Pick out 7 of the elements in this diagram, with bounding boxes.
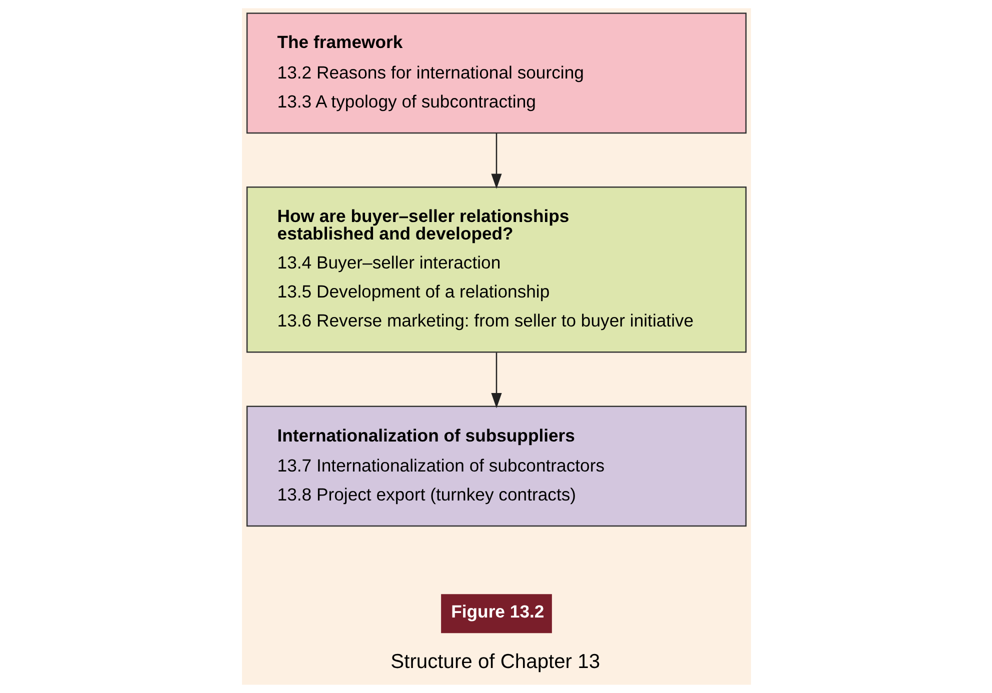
node-box: The framework 13.2 Reasons for international sourcing 13.3 A typology of subcontracting [246,12,746,134]
node-box: Internationalization of subsuppliers 13.7 Internationalization of subcontractors 13.8 Project export (turnkey contracts) [246,406,746,527]
arrow [490,352,502,408]
caption: Structure of Chapter 13 [390,651,600,674]
node-box: How are buyer–seller relationships established and developed? 13.4 Buyer–seller interaction 13.5 Development of a relationship 13.6 Reverse marketing: from seller to buyer initiative [246,186,746,353]
arrow [490,133,502,189]
label: Figure 13.2 [450,602,544,622]
